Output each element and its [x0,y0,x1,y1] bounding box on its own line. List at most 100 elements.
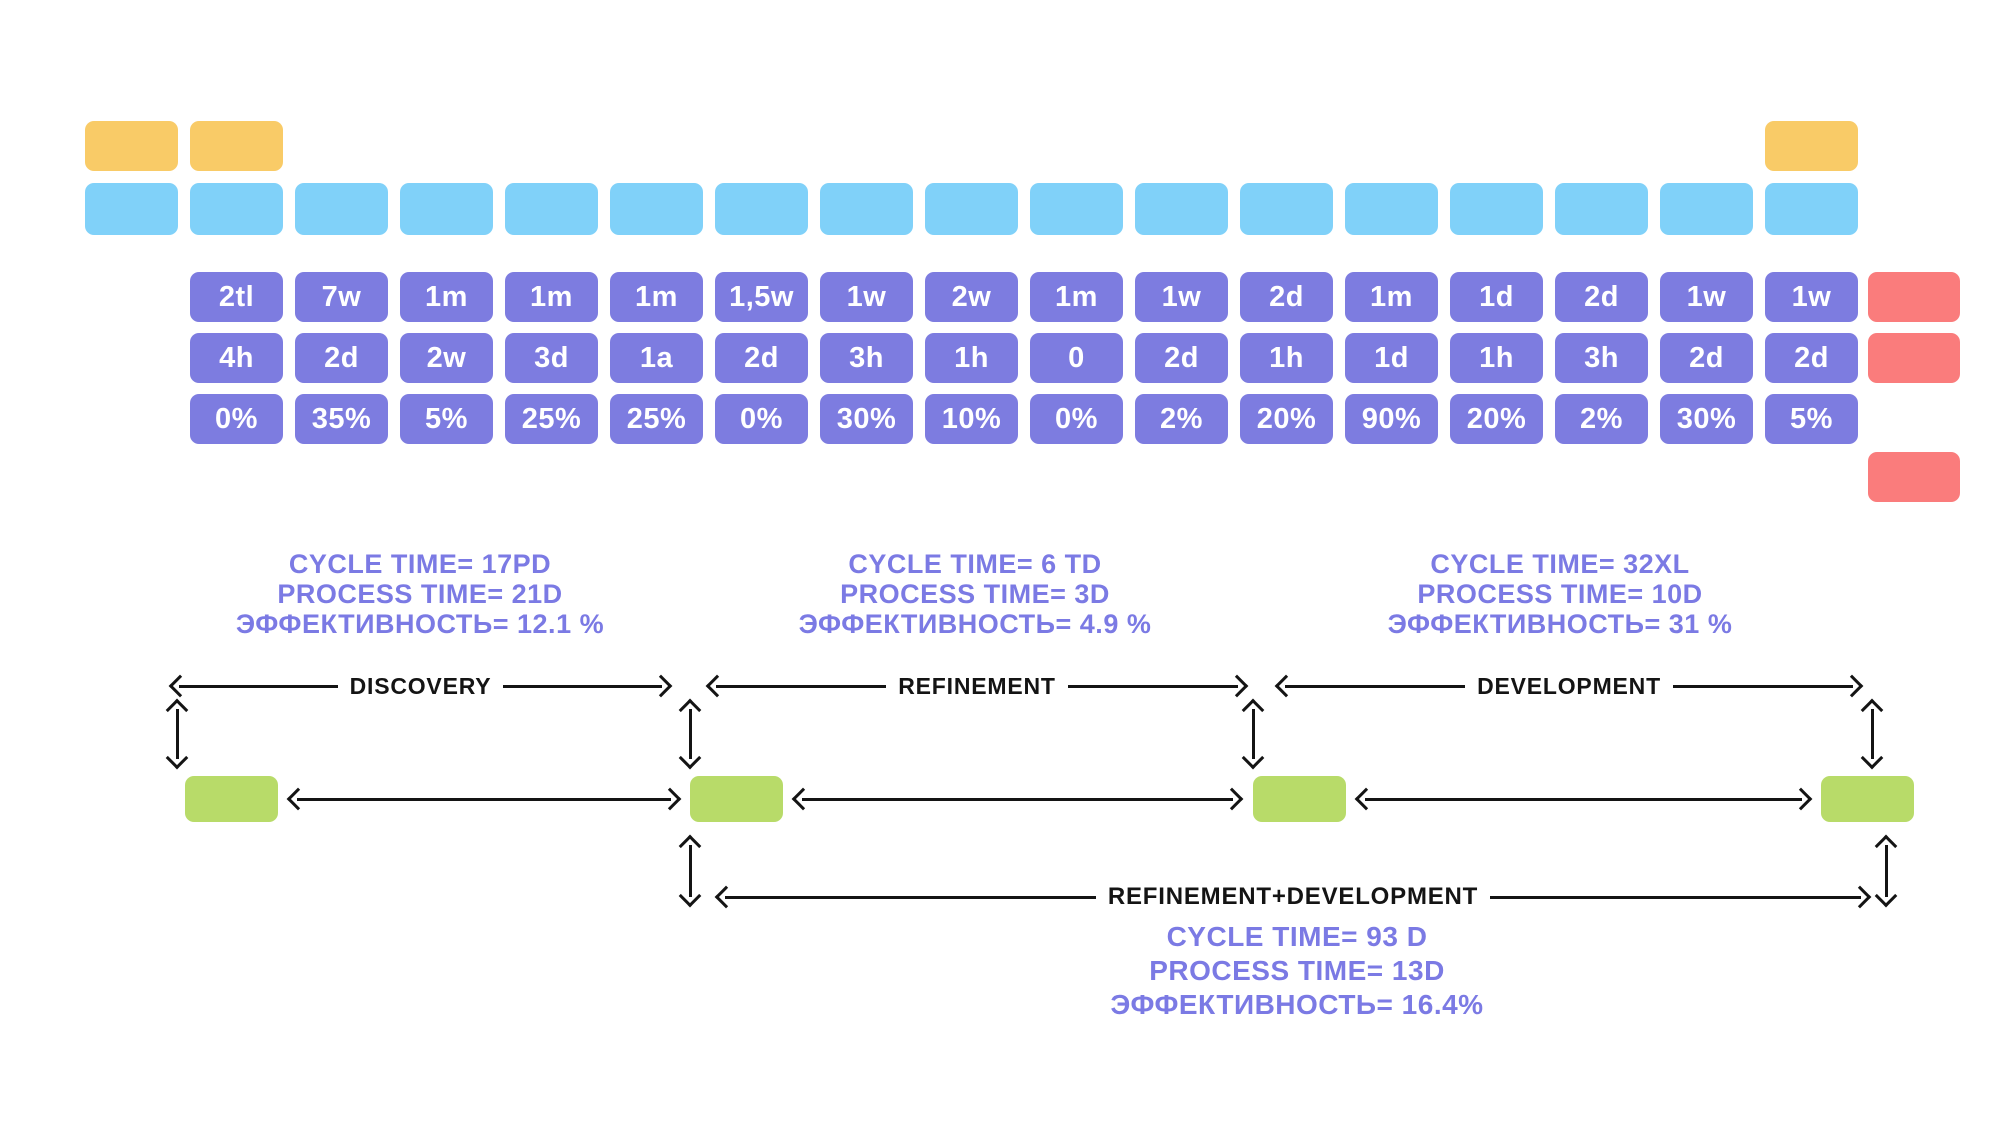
blue-card [925,183,1018,235]
red-card [1868,452,1960,502]
metric-line: PROCESS TIME= 10D [1417,579,1703,609]
lead-time-chip: 1w [1765,272,1858,322]
metric-line: CYCLE TIME= 6 TD [848,549,1102,579]
arrowhead-up-icon [165,698,189,722]
green-span-arrow [1354,785,1813,813]
efficiency-row: 0%35%5%25%25%0%30%10%0%2%20%90%20%2%30%5… [190,394,1858,444]
lead-time-chip: 2d [1240,272,1333,322]
process-time-chip: 2d [715,333,808,383]
efficiency-chip: 25% [610,394,703,444]
arrow-line [725,895,1096,899]
efficiency-chip: 5% [400,394,493,444]
efficiency-chip: 10% [925,394,1018,444]
arrow-line [1884,845,1888,897]
lead-time-chip: 1m [610,272,703,322]
lead-time-chip: 1m [400,272,493,322]
yellow-card [85,121,178,171]
blue-card [1240,183,1333,235]
arrow-line [1490,895,1861,899]
arrowhead-left-icon [705,674,729,698]
arrowhead-left-icon [168,674,192,698]
arrow-line [175,709,179,759]
process-time-chip: 2d [1765,333,1858,383]
arrowhead-down-icon [1860,746,1884,770]
arrowhead-down-icon [1241,746,1265,770]
arrowhead-down-icon [678,746,702,770]
arrowhead-right-icon [1225,674,1249,698]
blue-card [1135,183,1228,235]
blue-card-row [85,183,1858,235]
vertical-connector-arrow [1874,834,1898,908]
arrow-line [297,797,671,801]
arrowhead-right-icon [1848,885,1872,909]
arrowhead-left-icon [1274,674,1298,698]
arrow-line [1285,684,1466,688]
arrowhead-up-icon [1860,698,1884,722]
red-card [1868,333,1960,383]
arrowhead-up-icon [1241,698,1265,722]
process-time-chip: 3h [820,333,913,383]
arrowhead-left-icon [1354,787,1378,811]
arrow-line [1672,684,1853,688]
refinement-label: REFINEMENT [898,672,1056,699]
metric-line: ЭФФЕКТИВНОСТЬ= 31 % [1387,609,1733,639]
process-time-chip: 3d [505,333,598,383]
lead-time-chip: 2w [925,272,1018,322]
arrow-line [716,684,887,688]
blue-card [295,183,388,235]
arrowhead-left-icon [286,787,310,811]
efficiency-chip: 20% [1450,394,1543,444]
arrow-line [802,797,1233,801]
green-card [1253,776,1346,822]
vertical-connector-arrow [1860,698,1884,770]
arrowhead-up-icon [678,698,702,722]
efficiency-chip: 30% [1660,394,1753,444]
arrow-line [1067,684,1238,688]
green-card [185,776,278,822]
efficiency-chip: 0% [1030,394,1123,444]
combined-span-arrow: REFINEMENT+DEVELOPMENT [714,883,1872,911]
metric-line: CYCLE TIME= 17PD [288,549,552,579]
process-time-chip: 2d [1135,333,1228,383]
process-time-chip: 2d [1660,333,1753,383]
arrow-line [1365,797,1802,801]
process-time-chip: 1h [925,333,1018,383]
blue-card [400,183,493,235]
blue-card [85,183,178,235]
green-card [690,776,783,822]
blue-card [1765,183,1858,235]
efficiency-chip: 2% [1555,394,1648,444]
arrow-line [503,684,663,688]
arrow-line [179,684,338,688]
vertical-connector-arrow [678,698,702,770]
blue-card [1345,183,1438,235]
process-time-chip: 4h [190,333,283,383]
arrowhead-left-icon [714,885,738,909]
metric-line: CYCLE TIME= 93 D [1166,921,1428,952]
efficiency-chip: 0% [190,394,283,444]
lead-time-chip: 1m [1345,272,1438,322]
yellow-card [1765,121,1858,171]
arrowhead-left-icon [791,787,815,811]
lead-time-chip: 1m [1030,272,1123,322]
green-span-arrow [791,785,1244,813]
process-time-chip: 1h [1450,333,1543,383]
blue-card [610,183,703,235]
process-time-chip: 1d [1345,333,1438,383]
blue-card [1030,183,1123,235]
development-span-arrow: DEVELOPMENT [1274,672,1864,700]
arrowhead-right-icon [1220,787,1244,811]
arrow-line [688,709,692,759]
lead-time-chip: 1m [505,272,598,322]
efficiency-chip: 25% [505,394,598,444]
arrowhead-right-icon [1840,674,1864,698]
metric-line: ЭФФЕКТИВНОСТЬ= 16.4% [1110,989,1484,1020]
arrowhead-down-icon [678,884,702,908]
development-label: DEVELOPMENT [1477,672,1661,699]
